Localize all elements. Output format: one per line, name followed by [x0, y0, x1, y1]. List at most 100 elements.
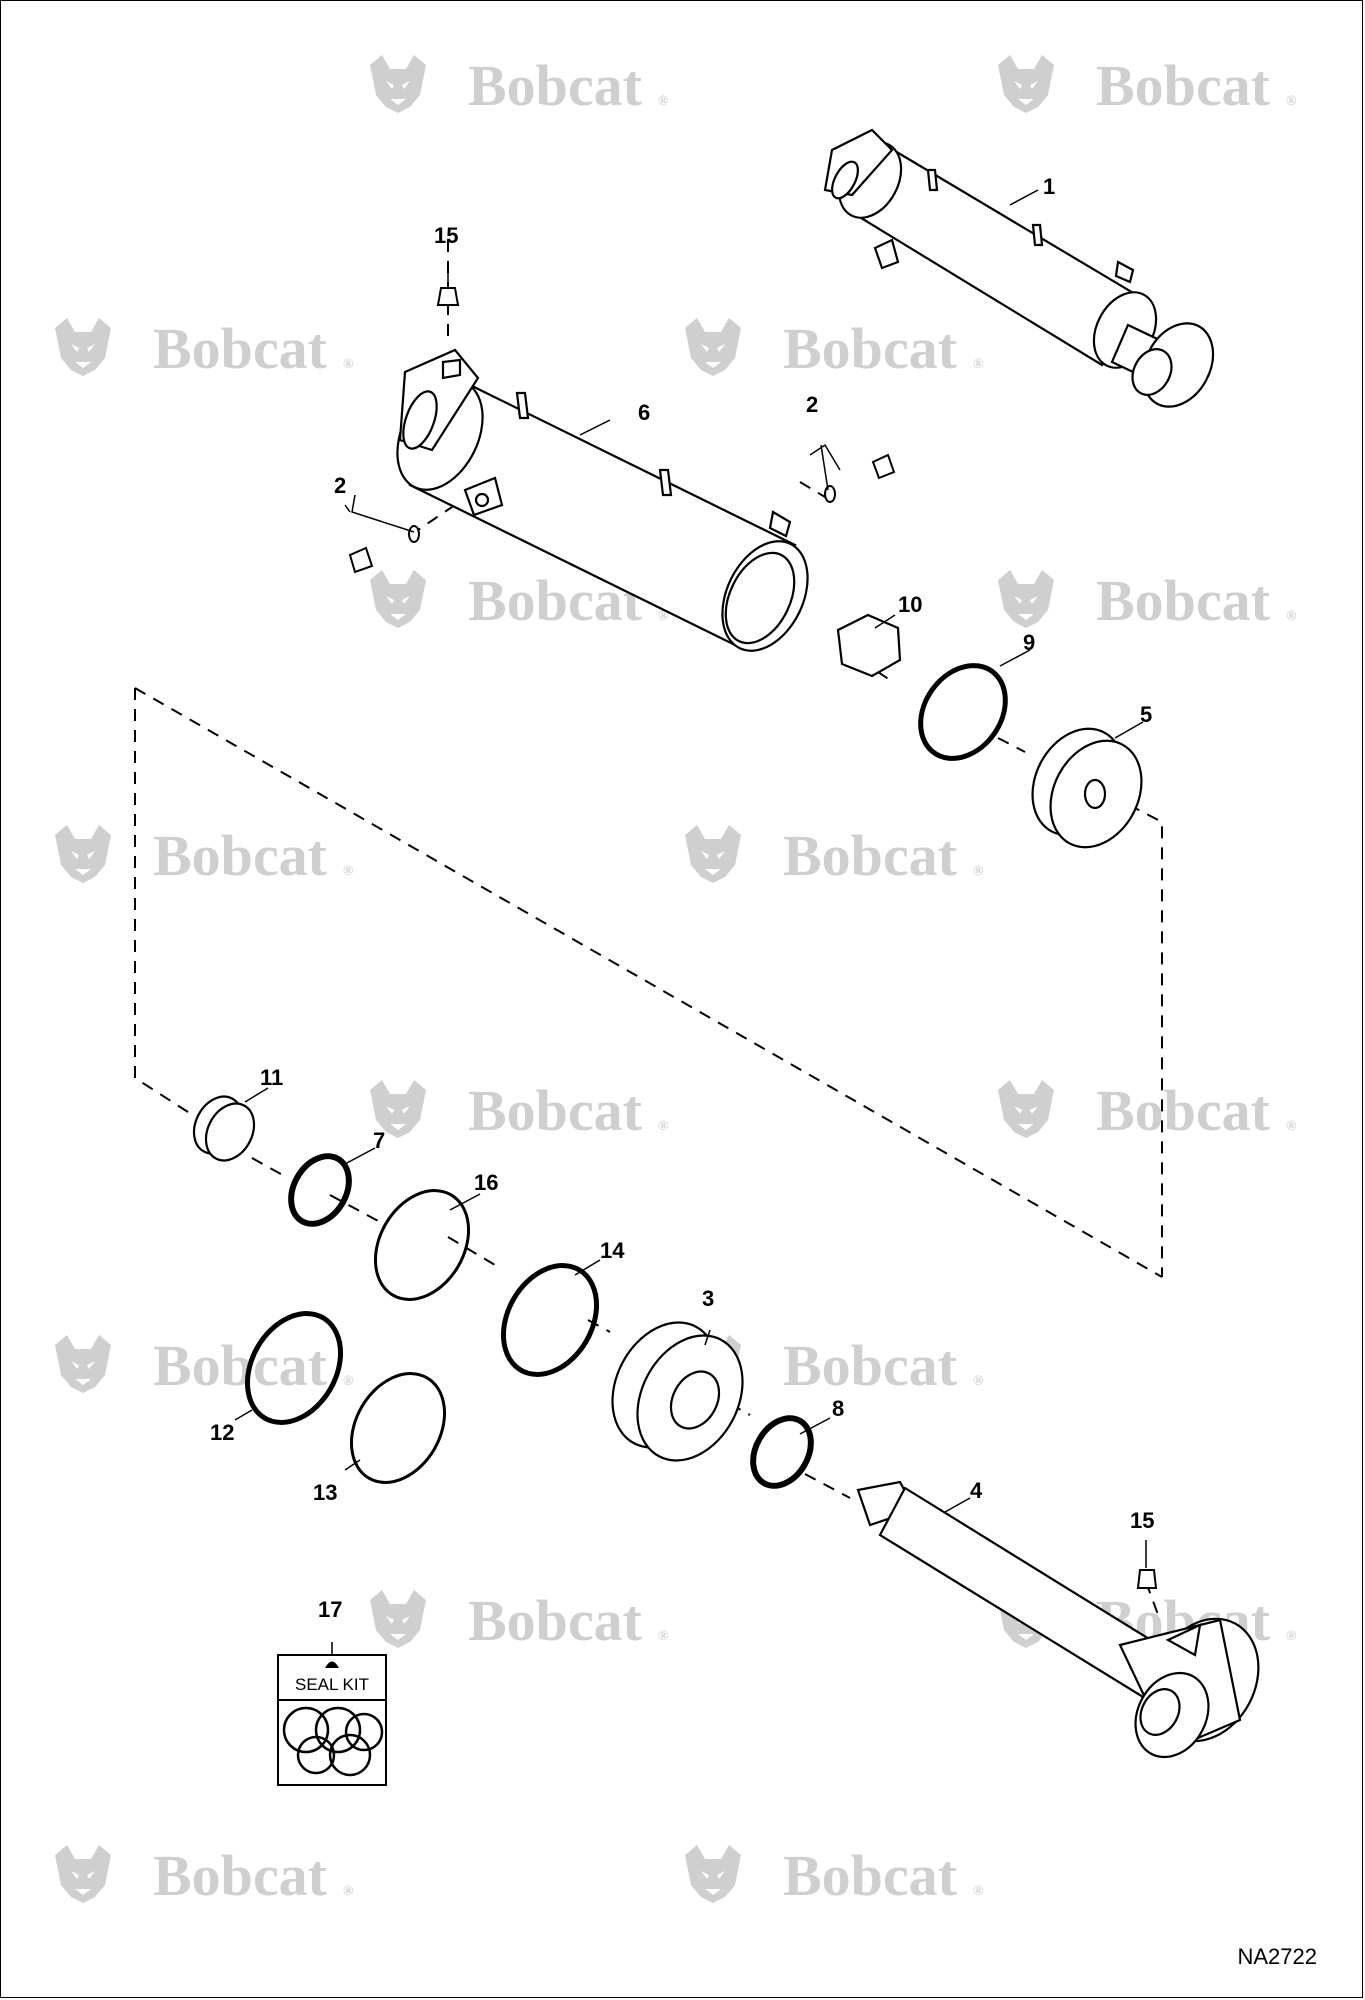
callout-16: 16: [474, 1170, 498, 1195]
bobcat-logo-icon: [370, 1590, 426, 1648]
watermark-brand: Bobcat: [783, 823, 958, 888]
watermark-registered-mark: ®: [658, 1119, 669, 1134]
watermark-brand: Bobcat: [153, 1843, 328, 1908]
seal-kit-hanger-icon: [325, 1661, 339, 1668]
bobcat-watermark-8: Bobcat ®: [685, 823, 984, 888]
part-16-ring: [373, 1189, 471, 1301]
part-5-piston: [1031, 727, 1143, 849]
watermark-registered-mark: ®: [1286, 94, 1297, 109]
callout-7: 7: [373, 1128, 385, 1153]
part-7-wiper-seal: [288, 1153, 352, 1227]
bobcat-logo-icon: [685, 1845, 741, 1903]
watermark-registered-mark: ®: [1286, 1119, 1297, 1134]
watermark-registered-mark: ®: [343, 1374, 354, 1389]
bobcat-logo-icon: [370, 55, 426, 113]
drawing-number: NA2722: [1237, 1944, 1317, 1969]
bobcat-watermark-7: Bobcat ®: [55, 823, 354, 888]
callout-9: 9: [1023, 630, 1035, 655]
callout-11: 11: [260, 1065, 283, 1090]
callout-2-left: 2: [334, 473, 346, 498]
leader-lines: [234, 189, 1147, 1655]
seal-kit-label: SEAL KIT: [295, 1675, 369, 1694]
callout-1: 1: [1043, 174, 1055, 199]
seal-kit-rings-icon: [282, 1706, 384, 1777]
bobcat-watermark-1: Bobcat ®: [370, 53, 669, 118]
callout-8: 8: [832, 1396, 844, 1421]
part-13-backup-ring: [349, 1372, 447, 1484]
callout-5: 5: [1140, 702, 1152, 727]
part-17-seal-kit: 17 SEAL KIT: [277, 1597, 387, 1786]
part-9-backup-ring: [918, 663, 1008, 761]
watermark-brand: Bobcat: [468, 53, 643, 118]
callout-2-right: 2: [806, 392, 818, 417]
bobcat-logo-icon: [55, 318, 111, 376]
bobcat-logo-icon: [685, 825, 741, 883]
watermark-brand: Bobcat: [783, 316, 958, 381]
part-4-rod: [856, 1480, 1260, 1759]
bobcat-watermark-2: Bobcat ®: [998, 53, 1297, 118]
callout-15-bottom: 15: [1130, 1508, 1154, 1533]
bobcat-watermark-11: Bobcat®: [55, 1333, 354, 1398]
watermark-brand: Bobcat: [153, 316, 328, 381]
watermark-registered-mark: ®: [343, 1884, 354, 1899]
part-14-o-ring: [500, 1263, 600, 1377]
bobcat-watermark-6: Bobcat ®: [998, 568, 1297, 633]
part-3-gland: [611, 1321, 744, 1462]
callout-12: 12: [210, 1420, 234, 1445]
bobcat-watermark-9: Bobcat ®: [370, 1078, 669, 1143]
bobcat-watermark-12: Bobcat ®: [685, 1333, 984, 1398]
bobcat-watermark-15: Bobcat ®: [55, 1843, 354, 1908]
callout-labels: 1 2 2 3 4 5 6 7 8 9 10 11 12 13 14 15 15…: [210, 174, 1154, 1533]
watermark-registered-mark: ®: [973, 1374, 984, 1389]
callout-14: 14: [600, 1238, 625, 1263]
part-1-cylinder-assembly: [823, 128, 1215, 408]
watermark-registered-mark: ®: [1286, 1629, 1297, 1644]
seal-kit-number: 17: [318, 1597, 342, 1622]
watermark-registered-mark: ®: [343, 864, 354, 879]
part-11-gland-nut: [192, 1095, 256, 1162]
bobcat-logo-icon: [998, 1080, 1054, 1138]
callout-6: 6: [638, 400, 650, 425]
watermark-registered-mark: ®: [658, 94, 669, 109]
watermark-registered-mark: ®: [658, 609, 669, 624]
bobcat-logo-icon: [998, 570, 1054, 628]
callout-3: 3: [702, 1286, 714, 1311]
bobcat-logo-icon: [55, 1335, 111, 1393]
bobcat-logo-icon: [55, 1845, 111, 1903]
callout-4: 4: [970, 1478, 983, 1503]
bobcat-watermark-4: Bobcat ®: [685, 316, 984, 381]
watermark-registered-mark: ®: [973, 357, 984, 372]
watermark-brand: Bobcat: [1096, 53, 1271, 118]
bobcat-watermark-10: Bobcat ®: [998, 1078, 1297, 1143]
bobcat-watermark-16: Bobcat ®: [685, 1843, 984, 1908]
watermark-registered-mark: ®: [1286, 609, 1297, 624]
bobcat-watermark-3: Bobcat ®: [55, 316, 354, 381]
part-15-grease-fittings: [436, 287, 1158, 1589]
callout-15-top: 15: [434, 223, 458, 248]
watermark-registered-mark: ®: [973, 864, 984, 879]
callout-10: 10: [898, 592, 922, 617]
watermark-registered-mark: ®: [658, 1629, 669, 1644]
bobcat-logo-icon: [685, 318, 741, 376]
watermark-brand: Bobcat: [468, 1588, 643, 1653]
bobcat-logo-icon: [55, 825, 111, 883]
watermark-registered-mark: ®: [973, 1884, 984, 1899]
part-8-rod-seal: [750, 1415, 814, 1489]
watermark-brand: Bobcat: [783, 1843, 958, 1908]
watermark-registered-mark: ®: [343, 357, 354, 372]
bobcat-logo-icon: [370, 570, 426, 628]
part-6-barrel: [396, 348, 809, 652]
part-10-nut: [836, 613, 902, 678]
watermark-brand: Bobcat: [468, 1078, 643, 1143]
watermark-brand: Bobcat: [783, 1333, 958, 1398]
part-12-o-ring: [244, 1311, 344, 1425]
watermark-brand: Bobcat: [1096, 568, 1271, 633]
watermark-layer: Bobcat ® Bobcat ® Bobcat ® Bobcat ® Bobcat ® Bobca…: [55, 53, 1297, 1908]
watermark-brand: Bobcat: [153, 823, 328, 888]
callout-13: 13: [313, 1480, 337, 1505]
bobcat-logo-icon: [998, 55, 1054, 113]
bobcat-watermark-13: Bobcat ®: [370, 1588, 669, 1653]
watermark-brand: Bobcat: [1096, 1078, 1271, 1143]
